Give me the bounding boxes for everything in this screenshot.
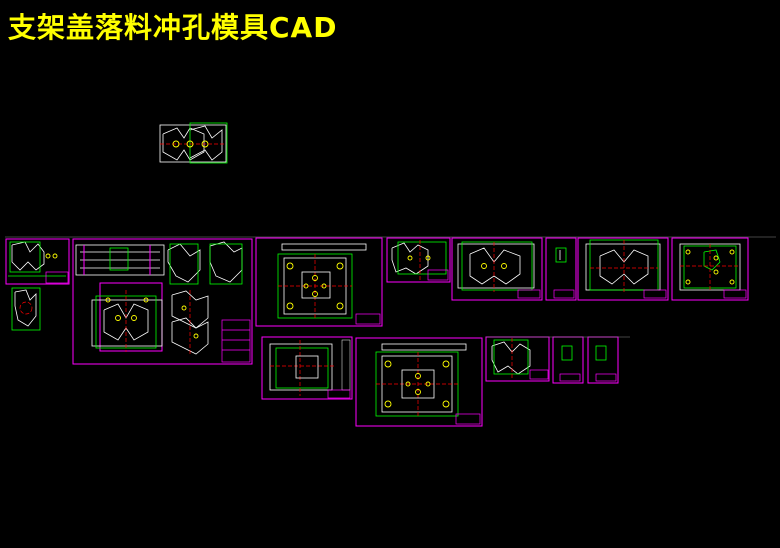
die-plate-sheet <box>451 237 543 301</box>
die-seat-sheet <box>355 337 483 427</box>
page-title: 支架盖落料冲孔模具CAD <box>8 11 338 44</box>
punch-sheet-b <box>485 336 550 382</box>
stripper-plate-sheet <box>577 237 669 301</box>
pin-sheet-b <box>552 336 584 384</box>
upper-die-plate-sheet <box>261 336 353 400</box>
strip-layout-sheet <box>5 238 70 331</box>
punch-sheet-a <box>386 237 451 283</box>
pin-sheet-c <box>587 336 619 384</box>
pin-sheet-a <box>545 237 577 301</box>
assembly-sheet <box>72 238 253 365</box>
preview-part <box>159 122 228 164</box>
punch-plate-sheet <box>671 237 749 301</box>
lower-die-plate-sheet <box>255 237 383 327</box>
